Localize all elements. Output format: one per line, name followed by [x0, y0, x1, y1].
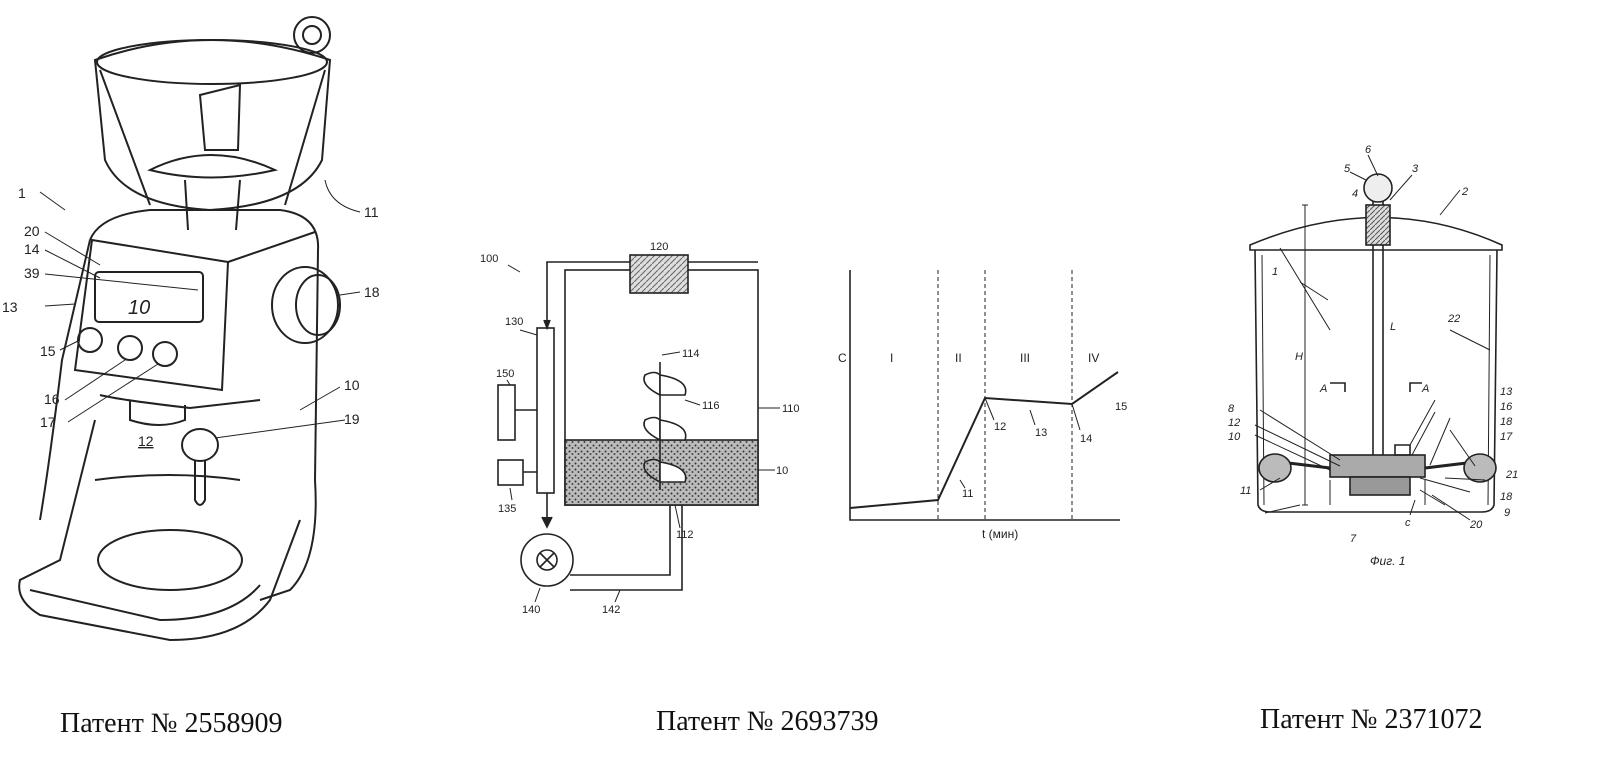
vessel-label: A: [1319, 383, 1327, 395]
grinder-label: 39: [24, 265, 40, 281]
figure-label: Фиг. 1: [1370, 554, 1405, 568]
vessel-label: 18: [1500, 416, 1513, 428]
grinder-label: 10: [344, 377, 360, 393]
grinder-label: 18: [364, 284, 380, 300]
scheme-label: 135: [498, 503, 516, 515]
vessel-label: H: [1295, 351, 1303, 363]
scheme-label: 114: [682, 348, 700, 360]
vessel-label: 20: [1469, 519, 1483, 531]
vessel-label: 4: [1352, 188, 1358, 200]
vessel-label: L: [1390, 321, 1396, 333]
vessel-label: 9: [1504, 507, 1510, 519]
vessel-label: 10: [1228, 431, 1241, 443]
grinder-label: 12: [138, 433, 154, 449]
vessel-label: 1: [1272, 266, 1278, 278]
grinder-label: 19: [344, 411, 360, 427]
chart-zone: I: [890, 351, 893, 365]
vessel-drawing: 6 5 3 2 4 1 22 H L A A 13 16 8 12 10 18 …: [1228, 144, 1518, 568]
chart-y-label: C: [838, 351, 847, 365]
caption-patent-3: Патент № 2371072: [1260, 704, 1483, 735]
scheme-label: 116: [702, 400, 720, 412]
display-readout: 10: [128, 297, 150, 319]
grinder-label: 1: [18, 185, 26, 201]
grinder-label: 13: [2, 299, 18, 315]
chart-point-label: 15: [1115, 401, 1127, 413]
vessel-label: 13: [1500, 386, 1513, 398]
grinder-label: 14: [24, 241, 40, 257]
grinder-label: 11: [364, 204, 379, 220]
scheme-label: 130: [505, 316, 523, 328]
chart-point-label: 14: [1080, 433, 1092, 445]
grinder-label: 16: [44, 391, 60, 407]
panel-vessel: 6 5 3 2 4 1 22 H L A A 13 16 8 12 10 18 …: [1200, 0, 1598, 783]
vessel-label: 12: [1228, 417, 1240, 429]
vessel-label: 17: [1500, 431, 1513, 443]
vessel-label: 21: [1505, 469, 1518, 481]
vessel-label: 7: [1350, 533, 1357, 545]
vessel-label: 11: [1240, 485, 1251, 497]
scheme-label: 112: [676, 529, 694, 541]
scheme-label: 150: [496, 368, 514, 380]
scheme-label: 10: [776, 465, 788, 477]
grinder-label: 15: [40, 343, 56, 359]
scheme-label: 110: [782, 403, 800, 415]
chart-point-label: 11: [962, 488, 973, 500]
vessel-label: 18: [1500, 491, 1513, 503]
vessel-label: 5: [1344, 163, 1351, 175]
caption-patent-2: Патент № 2693739: [656, 706, 879, 737]
chart-point-label: 12: [994, 421, 1006, 433]
grinder-drawing: 10 1 20 14 39 13 15 16 17 11 18 10 19 12: [2, 16, 380, 642]
chart-zone: III: [1020, 351, 1030, 365]
scheme-label: 142: [602, 604, 620, 616]
vessel-label: 16: [1500, 401, 1513, 413]
chart-x-label: t (мин): [982, 527, 1018, 541]
vessel-label: c: [1405, 517, 1411, 529]
vessel-label: A: [1421, 383, 1429, 395]
grinder-label: 17: [40, 414, 56, 430]
panel-process: 100 120 130 150 135 114 116 110 10 112 1…: [460, 0, 1140, 783]
chart-zone: IV: [1088, 351, 1099, 365]
vessel-label: 3: [1412, 163, 1419, 175]
scheme-label: 140: [522, 604, 540, 616]
vessel-label: 22: [1447, 313, 1460, 325]
scheme-label: 100: [480, 253, 498, 265]
scheme-label: 120: [650, 241, 668, 253]
grinder-label: 20: [24, 223, 40, 239]
vessel-label: 8: [1228, 403, 1235, 415]
process-diagram: 100 120 130 150 135 114 116 110 10 112 1…: [480, 241, 1127, 616]
vessel-label: 6: [1365, 144, 1372, 156]
caption-patent-1: Патент № 2558909: [60, 708, 283, 739]
vessel-label: 2: [1461, 186, 1468, 198]
chart-zone: II: [955, 351, 962, 365]
panel-grinder: 10 1 20 14 39 13 15 16 17 11 18 10 19 12…: [0, 0, 400, 783]
chart-point-label: 13: [1035, 427, 1047, 439]
